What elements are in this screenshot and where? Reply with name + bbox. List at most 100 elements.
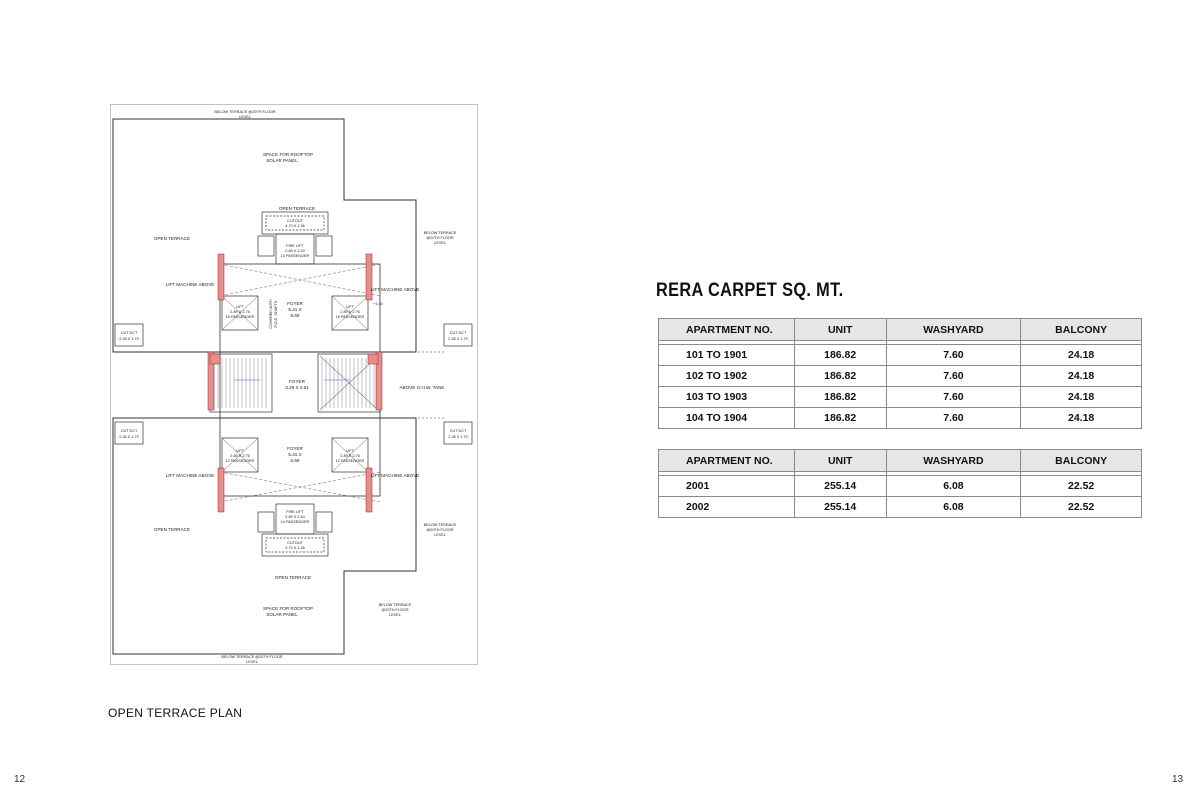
- washyard-area: 7.60: [885, 365, 1022, 387]
- unit-area: 255.14: [793, 475, 887, 497]
- svg-text:2.89 X 2.40: 2.89 X 2.40: [285, 515, 304, 519]
- svg-text:2.28 X 1.70: 2.28 X 1.70: [448, 435, 467, 439]
- svg-text:FOYER: FOYER: [289, 379, 306, 384]
- svg-text:12 PASSENGER: 12 PASSENGER: [336, 459, 365, 463]
- svg-text:2.28 X 1.70: 2.28 X 1.70: [119, 337, 138, 341]
- header-unit: UNIT: [793, 318, 887, 341]
- svg-text:2.28 X 1.70: 2.28 X 1.70: [119, 435, 138, 439]
- washyard-area: 7.60: [885, 407, 1022, 429]
- header-apartment-no: APARTMENT NO.: [658, 449, 795, 472]
- svg-text:OPEN TERRACE: OPEN TERRACE: [154, 236, 190, 241]
- svg-text:LEVEL: LEVEL: [389, 613, 401, 617]
- open-terrace-floor-plan: BELOW TERRACE @20TH FLOOR LEVEL SPACE FO…: [110, 104, 478, 665]
- plan-walls: [110, 104, 478, 665]
- svg-text:SOLAR PANEL: SOLAR PANEL: [266, 612, 298, 617]
- svg-text:14 PASSENGER: 14 PASSENGER: [281, 520, 310, 524]
- svg-text:LEVEL: LEVEL: [239, 115, 251, 119]
- svg-text:4.70 X 1.36: 4.70 X 1.36: [285, 546, 304, 550]
- header-balcony: BALCONY: [1020, 318, 1142, 341]
- apartment-no: 103 TO 1903: [658, 386, 795, 408]
- svg-text:2.89 X 2.76: 2.89 X 2.76: [230, 310, 249, 314]
- svg-text:5.41 X: 5.41 X: [288, 452, 301, 457]
- svg-text:16 PASSENGER: 16 PASSENGER: [226, 315, 255, 319]
- svg-text:CUTOUT: CUTOUT: [287, 219, 303, 223]
- svg-text:BELOW TERRACE @20TH FLOOR: BELOW TERRACE @20TH FLOOR: [214, 110, 275, 114]
- svg-text:BELOW TERRACE: BELOW TERRACE: [379, 603, 412, 607]
- svg-text:OPEN TERRACE: OPEN TERRACE: [275, 575, 311, 580]
- svg-text:FOYER: FOYER: [287, 446, 304, 451]
- unit-area: 186.82: [793, 365, 887, 387]
- svg-text:SPACE FOR ROOFTOP: SPACE FOR ROOFTOP: [263, 606, 313, 611]
- svg-text:LIFT MACHINE ABOVE: LIFT MACHINE ABOVE: [371, 287, 420, 292]
- svg-text:CUT DCT: CUT DCT: [121, 429, 138, 433]
- svg-text:2.28 X 1.70: 2.28 X 1.70: [448, 337, 467, 341]
- svg-text:16 PASSENGER: 16 PASSENGER: [336, 315, 365, 319]
- washyard-area: 7.60: [885, 386, 1022, 408]
- apartment-no: 104 TO 1904: [658, 407, 795, 429]
- apartment-no: 2002: [658, 496, 795, 518]
- washyard-area: 7.60: [885, 344, 1022, 366]
- page-number-left: 12: [14, 774, 26, 785]
- svg-text:FIRE LIFT: FIRE LIFT: [286, 244, 304, 248]
- apartment-no: 2001: [658, 475, 795, 497]
- svg-text:2.89 X 2.76: 2.89 X 2.76: [340, 454, 359, 458]
- svg-text:6.69: 6.69: [291, 313, 300, 318]
- svg-text:@20TH FLOOR: @20TH FLOOR: [426, 528, 454, 532]
- unit-area: 255.14: [793, 496, 887, 518]
- header-unit: UNIT: [793, 449, 887, 472]
- svg-text:BELOW TERRACE: BELOW TERRACE: [424, 231, 457, 235]
- svg-text:2.89 X 2.76: 2.89 X 2.76: [230, 454, 249, 458]
- svg-text:LIFT: LIFT: [346, 305, 354, 309]
- table-row: 104 TO 1904 186.82 7.60 24.18: [658, 407, 1142, 429]
- table-row: 101 TO 1901 186.82 7.60 24.18: [658, 344, 1142, 366]
- header-washyard: WASHYARD: [885, 449, 1022, 472]
- rera-title: RERA CARPET SQ. MT.: [656, 280, 844, 301]
- svg-text:BELOW TERRACE @20TH FLOOR: BELOW TERRACE @20TH FLOOR: [221, 655, 282, 659]
- svg-text:SPACE FOR ROOFTOP: SPACE FOR ROOFTOP: [263, 152, 313, 157]
- svg-text:5.41 X: 5.41 X: [288, 307, 301, 312]
- rera-table-floor-20: APARTMENT NO. UNIT WASHYARD BALCONY 2001…: [658, 449, 1142, 518]
- unit-area: 186.82: [793, 344, 887, 366]
- plan-labels: BELOW TERRACE @20TH FLOOR LEVEL SPACE FO…: [119, 110, 467, 664]
- table-header-row: APARTMENT NO. UNIT WASHYARD BALCONY: [658, 449, 1142, 472]
- svg-text:LIFT: LIFT: [236, 305, 244, 309]
- balcony-area: 24.18: [1020, 386, 1142, 408]
- table-row: 103 TO 1903 186.82 7.60 24.18: [658, 386, 1142, 408]
- balcony-area: 24.18: [1020, 344, 1142, 366]
- svg-text:2.89 X 2.76: 2.89 X 2.76: [340, 310, 359, 314]
- svg-text:+1.00: +1.00: [373, 302, 383, 306]
- balcony-area: 24.18: [1020, 407, 1142, 429]
- svg-text:2.89 X 2.40: 2.89 X 2.40: [285, 249, 304, 253]
- plan-caption: OPEN TERRACE PLAN: [108, 706, 243, 720]
- svg-text:FOYER: FOYER: [287, 301, 304, 306]
- svg-text:LIFT: LIFT: [236, 449, 244, 453]
- apartment-no: 101 TO 1901: [658, 344, 795, 366]
- svg-text:@20TH FLOOR: @20TH FLOOR: [381, 608, 409, 612]
- apartment-no: 102 TO 1902: [658, 365, 795, 387]
- svg-text:3.29 X 4.61: 3.29 X 4.61: [285, 385, 309, 390]
- balcony-area: 22.52: [1020, 475, 1142, 497]
- header-balcony: BALCONY: [1020, 449, 1142, 472]
- svg-text:@20TH FLOOR: @20TH FLOOR: [426, 236, 454, 240]
- header-apartment-no: APARTMENT NO.: [658, 318, 795, 341]
- svg-text:ABOVE O.H.W. TANK: ABOVE O.H.W. TANK: [399, 385, 445, 390]
- svg-text:FIRE LIFT: FIRE LIFT: [286, 510, 304, 514]
- washyard-area: 6.08: [885, 475, 1022, 497]
- svg-text:LEVEL: LEVEL: [434, 533, 446, 537]
- svg-text:LIFT MACHINE ABOVE: LIFT MACHINE ABOVE: [166, 473, 215, 478]
- table-row: 102 TO 1902 186.82 7.60 24.18: [658, 365, 1142, 387]
- svg-text:CUTOUT: CUTOUT: [287, 541, 303, 545]
- svg-text:CUT DCT: CUT DCT: [121, 331, 138, 335]
- balcony-area: 24.18: [1020, 365, 1142, 387]
- table-row: 2001 255.14 6.08 22.52: [658, 475, 1142, 497]
- svg-text:BELOW TERRACE: BELOW TERRACE: [424, 523, 457, 527]
- svg-text:COVERED WITH: COVERED WITH: [269, 299, 273, 329]
- svg-text:CUT DCT: CUT DCT: [450, 429, 467, 433]
- svg-text:12 PASSENGER: 12 PASSENGER: [226, 459, 255, 463]
- svg-text:LIFT MACHINE ABOVE: LIFT MACHINE ABOVE: [166, 282, 215, 287]
- svg-text:6.69: 6.69: [291, 458, 300, 463]
- svg-text:LIFT MACHINE ABOVE: LIFT MACHINE ABOVE: [371, 473, 420, 478]
- svg-text:SOLAR PANEL: SOLAR PANEL: [266, 158, 298, 163]
- table-row: 2002 255.14 6.08 22.52: [658, 496, 1142, 518]
- svg-text:LEVEL: LEVEL: [434, 241, 446, 245]
